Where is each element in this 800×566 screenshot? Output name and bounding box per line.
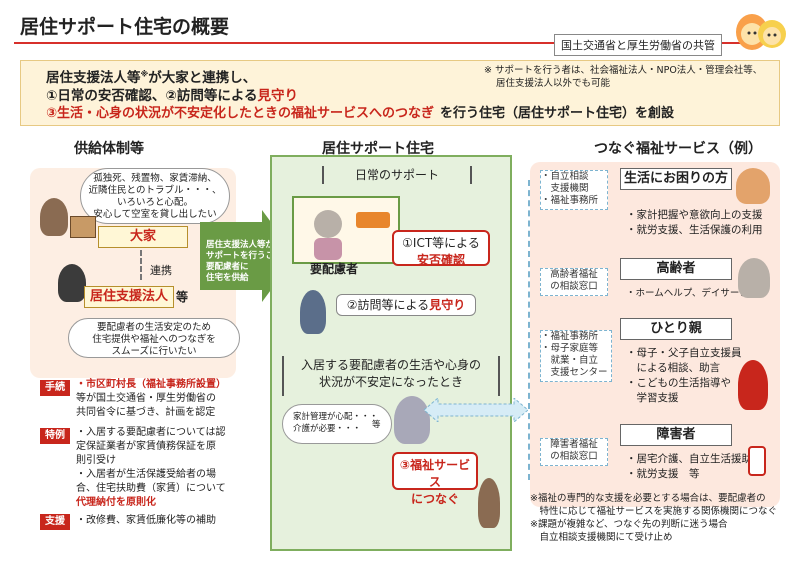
visitor-figure-icon	[300, 290, 326, 334]
service-link-line	[528, 180, 530, 480]
elderly-service-icon	[738, 258, 770, 298]
welfare-footnote: ※福祉の専門的な支援を必要とする場合は、要配慮者の 特性に応じて福祉サービスを実…	[530, 493, 778, 543]
single-parent-icon	[738, 360, 768, 410]
right-section-title: つなぐ福祉サービス（例）	[594, 141, 762, 157]
link-line	[140, 250, 142, 280]
accessibility-device-icon	[748, 446, 766, 476]
service-head-2: ひとり親	[620, 318, 732, 340]
special-tag: 特例	[40, 428, 70, 444]
connection-arrow	[423, 396, 529, 424]
service-body-1: ・ホームヘルプ、デイサービス	[626, 288, 759, 299]
consult-box-0: ・自立相談 支援機関・福祉事務所	[540, 170, 608, 210]
elderly-figure-icon	[394, 396, 430, 444]
support-staff-figure-icon	[58, 264, 86, 302]
service-head-0: 生活にお困りの方	[620, 168, 732, 190]
intro-box	[20, 60, 780, 126]
worries-etc: 等	[372, 420, 381, 430]
connect-bubble: ③福祉サービスにつなぐ	[392, 452, 478, 506]
consult-box-2: ・福祉事務所・母子家庭等 就業・自立 支援センター	[540, 330, 612, 382]
service-body-2: ・母子・父子自立支援員 による相談、助言・こどもの生活指導や 学習支援	[626, 347, 742, 404]
family-figure-icon	[736, 168, 770, 204]
support-corp-box: 居住支援法人	[84, 286, 174, 308]
title-bar	[14, 8, 758, 44]
procedure-text: ・市区町村長（福祉事務所設置） 等が国土交通省・厚生労働省の 共同省令に基づき、…	[76, 379, 226, 418]
support-tag: 支援	[40, 514, 70, 530]
page-title: 居住サポート住宅の概要	[20, 16, 230, 38]
worries-bubble: 家計管理が心配・・・介護が必要・・・	[282, 404, 392, 444]
helper-figure-icon	[478, 478, 500, 528]
landlord-worry-bubble: 孤独死、残置物、家賃滞納、近隣住民とのトラブル・・・、いろいろと心配。安心して空…	[80, 168, 230, 224]
special-text: ・入居する要配慮者については認 定保証業者が家賃債務保証を原 則引受け ・入居者…	[76, 427, 226, 508]
ministry-label: 国土交通省と厚生労働省の共管	[554, 34, 722, 56]
left-section-title: 供給体制等	[74, 141, 144, 157]
consult-box-1: 高齢者福祉の相談窓口	[540, 268, 608, 296]
landlord-figure-icon	[40, 198, 68, 236]
service-head-3: 障害者	[620, 424, 732, 446]
person-label: 要配慮者	[310, 262, 359, 276]
support-text: ・改修費、家賃低廉化等の補助	[76, 515, 216, 526]
unstable-label: 入居する要配慮者の生活や心身の状況が不安定になったとき	[282, 356, 500, 396]
landlord-box: 大家	[98, 226, 188, 248]
intro-note: ※ サポートを行う者は、社会福祉法人・NPO法人・管理会社等、 居住支援法人以外…	[484, 65, 763, 89]
service-head-1: 高齢者	[620, 258, 732, 280]
center-section-title: 居住サポート住宅	[322, 141, 434, 157]
procedure-tag: 手続	[40, 380, 70, 396]
intro-line-2: ①日常の安否確認、②訪問等による見守り	[46, 88, 298, 104]
service-body-0: ・家計把握や意欲向上の支援・就労支援、生活保護の利用	[626, 209, 763, 236]
house-icon	[70, 216, 96, 238]
intro-line-3: ③生活・心身の状況が不安定化したときの福祉サービスへのつなぎを行う住宅（居住サポ…	[46, 106, 675, 121]
housing-icon	[292, 196, 400, 264]
intro-line-1: 居住支援法人等※が大家と連携し、	[46, 69, 257, 87]
support-corp-suffix: 等	[176, 290, 189, 304]
link-label: 連携	[150, 264, 172, 277]
ict-check-bubble: ①ICT等による 安否確認	[392, 230, 490, 267]
service-body-3: ・居宅介護、自立生活援助・就労支援 等	[626, 453, 752, 480]
visit-bubble: ②訪問等による見守り	[336, 294, 476, 316]
mascot-logo-icon	[730, 8, 792, 56]
daily-support-label: 日常のサポート	[322, 166, 472, 184]
consult-box-3: 障害者福祉の相談窓口	[540, 438, 608, 466]
support-wish-bubble: 要配慮者の生活安定のため住宅提供や福祉へのつなぎをスムーズに行いたい	[68, 318, 240, 358]
supply-arrow-text: 居住支援法人等がサポートを行うことで要配慮者に住宅を供給	[206, 240, 291, 283]
